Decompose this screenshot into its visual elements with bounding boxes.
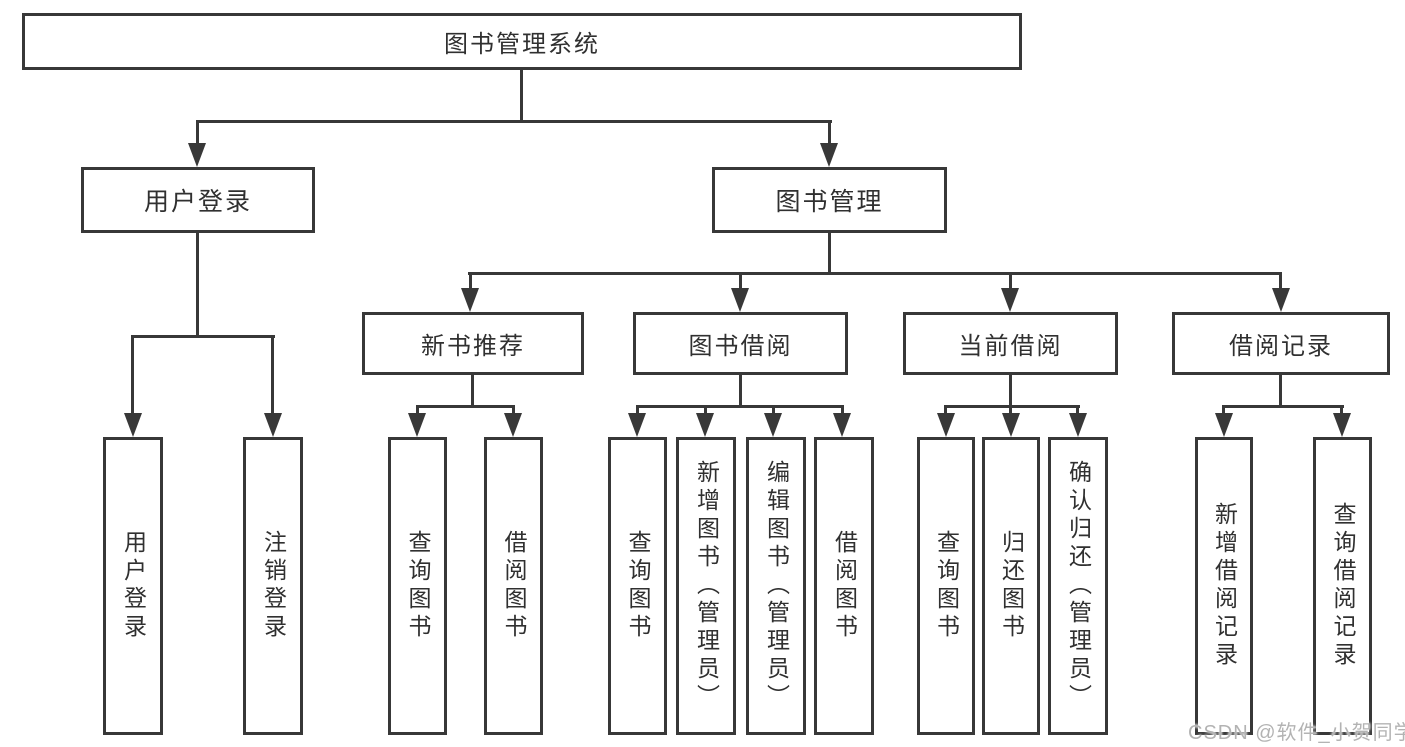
leaf-user-login-label: 用户登录 [120, 530, 147, 642]
connector-new-books-rail [416, 405, 515, 408]
leaf-add-books-admin: 新增图书（管理员） [676, 437, 736, 735]
node-book-borrowing-label: 图书借阅 [688, 333, 793, 360]
connector-new-books-stem [471, 375, 474, 407]
connector-user-login-rail [131, 335, 275, 338]
arrow-down-icon [461, 288, 479, 312]
connector-drop-current-borrow [1009, 272, 1012, 290]
leaf-query-books-current: 查询图书 [917, 437, 975, 735]
leaf-label: 新增图书（管理员） [693, 460, 720, 712]
connector-drop-leaf [416, 405, 419, 417]
arrow-down-icon [1001, 288, 1019, 312]
connector-drop-leaf [1009, 405, 1012, 417]
leaf-query-books-borrowing: 查询图书 [608, 437, 667, 735]
connector-borrow-records-stem [1279, 375, 1282, 407]
leaf-label: 借阅图书 [501, 530, 527, 642]
arrow-down-icon [124, 413, 142, 437]
connector-drop-leaf [1222, 405, 1225, 417]
arrow-down-icon [1215, 413, 1233, 437]
node-new-book-recommend: 新书推荐 [362, 312, 584, 375]
leaf-query-books-recommend: 查询图书 [388, 437, 447, 735]
arrow-down-icon [188, 143, 206, 167]
connector-drop-logout-leaf [271, 335, 274, 415]
leaf-logout: 注销登录 [243, 437, 303, 735]
arrow-down-icon [1333, 413, 1351, 437]
node-root-system: 图书管理系统 [22, 13, 1022, 70]
csdn-watermark: CSDN @软件_小贺同学 [1188, 722, 1405, 744]
leaf-label: 借阅图书 [831, 530, 858, 642]
node-root-label: 图书管理系统 [444, 31, 600, 58]
connector-drop-leaf [1076, 405, 1079, 417]
connector-book-mgmt-rail [468, 272, 1281, 275]
leaf-borrow-books: 借阅图书 [814, 437, 874, 735]
connector-drop-leaf [841, 405, 844, 417]
leaf-label: 查询借阅记录 [1330, 502, 1356, 670]
arrow-down-icon [504, 413, 522, 437]
node-book-management: 图书管理 [712, 167, 947, 233]
node-new-book-recommend-label: 新书推荐 [421, 333, 525, 360]
leaf-return-books: 归还图书 [982, 437, 1040, 735]
arrow-down-icon [833, 413, 851, 437]
node-user-login: 用户登录 [81, 167, 315, 233]
leaf-label: 查询图书 [933, 530, 960, 642]
leaf-confirm-return-admin: 确认归还（管理员） [1048, 437, 1108, 735]
connector-drop-new-books [469, 272, 472, 290]
connector-user-login-stem [196, 233, 199, 335]
leaf-label: 确认归还（管理员） [1065, 460, 1092, 712]
node-book-borrowing: 图书借阅 [633, 312, 848, 375]
arrow-down-icon [1069, 413, 1087, 437]
arrow-down-icon [764, 413, 782, 437]
leaf-logout-label: 注销登录 [260, 530, 287, 642]
connector-drop-login-leaf [131, 335, 134, 415]
leaf-label: 新增借阅记录 [1211, 502, 1238, 670]
connector-drop-leaf [704, 405, 707, 417]
leaf-borrow-books-recommend: 借阅图书 [484, 437, 543, 735]
connector-book-mgmt-stem [828, 233, 831, 274]
node-current-borrowing: 当前借阅 [903, 312, 1118, 375]
leaf-add-borrow-record: 新增借阅记录 [1195, 437, 1253, 735]
arrow-down-icon [1002, 413, 1020, 437]
node-current-borrowing-label: 当前借阅 [958, 333, 1063, 360]
node-borrowing-records-label: 借阅记录 [1229, 333, 1333, 360]
leaf-label: 查询图书 [625, 530, 651, 642]
leaf-label: 编辑图书（管理员） [763, 460, 790, 712]
leaf-label: 查询图书 [405, 530, 431, 642]
node-borrowing-records: 借阅记录 [1172, 312, 1390, 375]
connector-book-borrow-rail [636, 405, 844, 408]
connector-drop-leaf [772, 405, 775, 417]
arrow-down-icon [696, 413, 714, 437]
leaf-query-borrow-record: 查询借阅记录 [1313, 437, 1372, 735]
connector-drop-user-login [196, 120, 199, 146]
connector-book-borrow-stem [739, 375, 742, 407]
arrow-down-icon [937, 413, 955, 437]
node-book-management-label: 图书管理 [775, 188, 884, 216]
connector-drop-leaf [636, 405, 639, 417]
arrow-down-icon [1272, 288, 1290, 312]
arrow-down-icon [408, 413, 426, 437]
node-user-login-label: 用户登录 [143, 188, 252, 216]
connector-drop-borrow-records [1279, 272, 1282, 290]
arrow-down-icon [820, 143, 838, 167]
connector-root-rail [196, 120, 832, 123]
arrow-down-icon [628, 413, 646, 437]
connector-drop-book-mgmt [828, 120, 831, 146]
connector-borrow-records-rail [1222, 405, 1344, 408]
leaf-user-login: 用户登录 [103, 437, 163, 735]
connector-drop-book-borrow [739, 272, 742, 290]
leaf-label: 归还图书 [998, 530, 1025, 642]
connector-drop-leaf [1340, 405, 1343, 417]
arrow-down-icon [264, 413, 282, 437]
connector-current-borrow-stem [1009, 375, 1012, 407]
arrow-down-icon [731, 288, 749, 312]
connector-drop-leaf [944, 405, 947, 417]
connector-drop-leaf [512, 405, 515, 417]
connector-current-borrow-rail [944, 405, 1080, 408]
leaf-edit-books-admin: 编辑图书（管理员） [746, 437, 806, 735]
connector-root-stem [520, 70, 523, 120]
